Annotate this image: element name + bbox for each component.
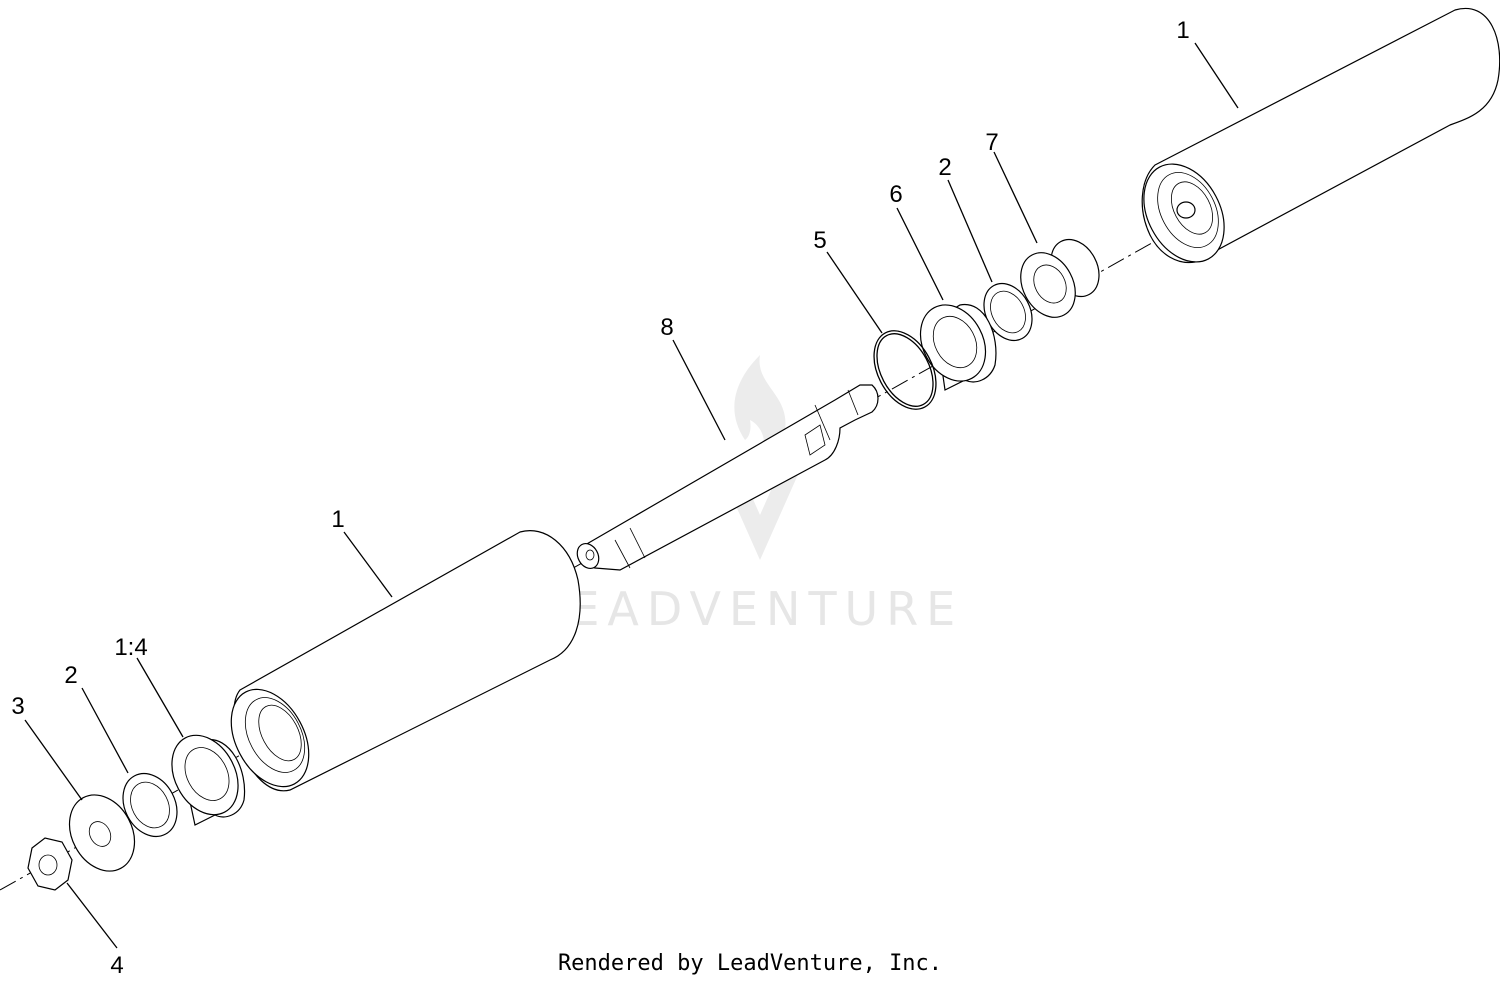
callout-roller-top: 1	[1176, 17, 1189, 44]
bearing-bottom	[171, 734, 246, 826]
callout-nut: 4	[110, 952, 123, 979]
watermark-text: LEADVENTURE	[537, 582, 964, 636]
callout-seal-top: 2	[938, 154, 951, 181]
callout-bearing-bottom: 1:4	[114, 634, 147, 661]
callout-washer: 3	[11, 693, 24, 720]
spacer-top	[1020, 238, 1100, 318]
roller-bottom	[230, 530, 581, 792]
washer	[68, 794, 136, 872]
callout-roller-bottom: 1	[331, 506, 344, 533]
callout-shaft: 8	[660, 314, 673, 341]
callout-seal-bottom: 2	[64, 662, 77, 689]
render-caption: Rendered by LeadVenture, Inc.	[558, 951, 942, 976]
callout-spacer-top: 7	[985, 129, 998, 156]
nut	[27, 837, 73, 891]
roller-top	[1141, 7, 1500, 264]
callout-oring: 5	[813, 227, 826, 254]
leader-lines	[24, 42, 1239, 949]
bearing-top	[919, 304, 997, 391]
oring	[873, 330, 937, 410]
callout-bearing-top: 6	[889, 181, 902, 208]
shaft	[576, 384, 879, 571]
